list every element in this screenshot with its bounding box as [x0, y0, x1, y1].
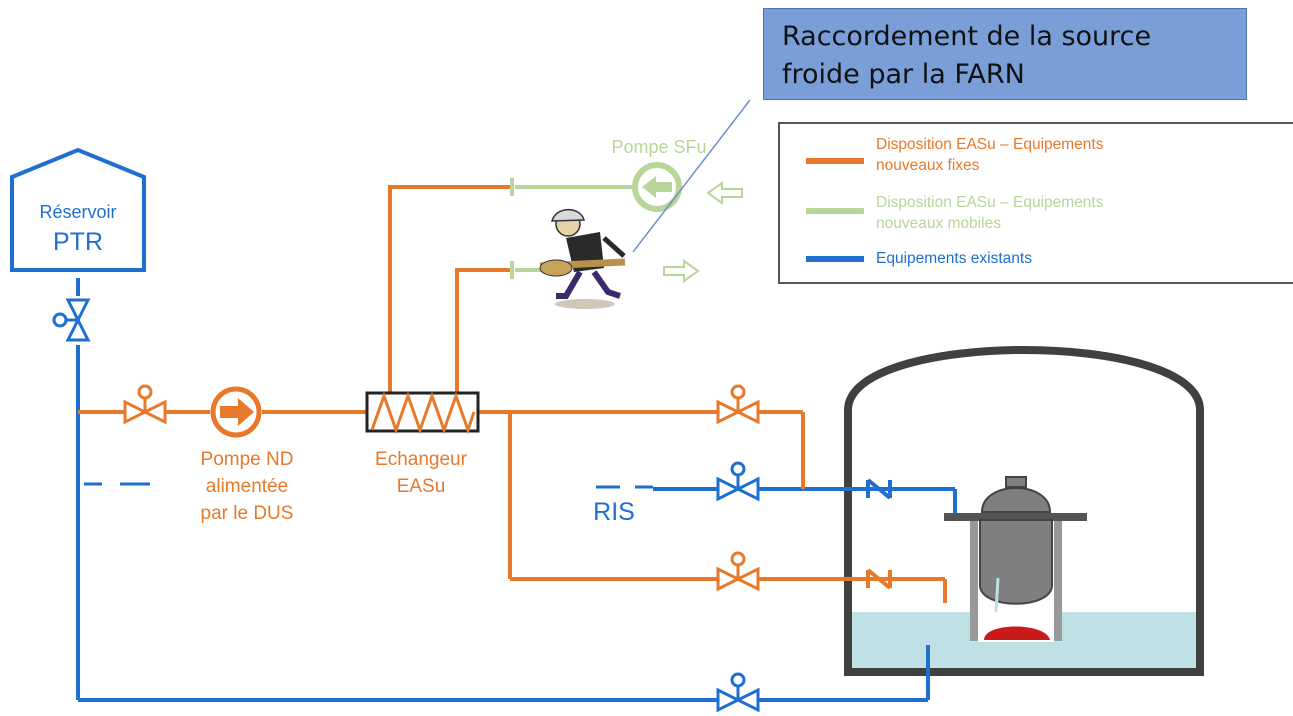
check-valves — [866, 478, 892, 590]
pompe-nd-label-3: par le DUS — [201, 503, 294, 524]
callout-line-2: froide par la FARN — [782, 59, 1025, 90]
farn-team-icon — [539, 208, 626, 309]
legend-swatch-green — [806, 208, 864, 214]
valve-ris-icon — [716, 461, 760, 502]
echangeur-label-2: EASu — [397, 476, 446, 497]
reactor-vessel — [944, 476, 1087, 642]
echangeur-coil — [370, 391, 476, 435]
callout-pointer — [632, 99, 751, 253]
legend-fixed-line-2: nouveaux fixes — [876, 157, 980, 174]
legend-box: Disposition EASu – Equipements nouveaux … — [778, 122, 1293, 284]
legend-mobile-line-2: nouveaux mobiles — [876, 215, 1001, 232]
valve-lower-orange-icon — [716, 551, 760, 592]
check-valve-blue-icon — [866, 478, 892, 500]
legend-swatch-blue — [806, 256, 864, 262]
ptr-outlet-valve-icon — [52, 298, 91, 342]
callout-box: Raccordement de la source froide par la … — [763, 8, 1247, 100]
reservoir-ptr-tank — [10, 147, 146, 272]
orange-valves — [123, 384, 760, 592]
valve-pompe-nd-icon — [123, 384, 167, 425]
pompe-nd-arrow-icon — [220, 398, 254, 426]
legend-swatch-orange — [806, 158, 864, 164]
inlet-arrow-icon — [706, 181, 743, 205]
blue-valves — [716, 461, 760, 713]
legend-fixed-line-1: Disposition EASu – Equipements — [876, 136, 1104, 153]
pompe-nd-label-1: Pompe ND — [201, 449, 294, 470]
echangeur-label-1: Echangeur — [375, 449, 468, 470]
reservoir-label-2: PTR — [53, 228, 103, 256]
pompe-nd-label-2: alimentée — [206, 476, 288, 497]
valve-bottom-return-icon — [716, 672, 760, 713]
legend-existing-label: Equipements existants — [876, 250, 1032, 267]
legend-mobile-line-1: Disposition EASu – Equipements — [876, 194, 1104, 211]
pompe-sfu-label: Pompe SFu — [611, 137, 706, 157]
dashed-branches — [84, 482, 653, 489]
ris-label: RIS — [593, 498, 635, 526]
outlet-arrow-icon — [663, 259, 700, 283]
check-valve-orange-icon — [866, 568, 892, 590]
callout-line-1: Raccordement de la source — [782, 21, 1152, 52]
pompe-sfu-arrow-icon — [642, 176, 672, 198]
valve-upper-orange-icon — [716, 384, 760, 425]
reservoir-label-1: Réservoir — [39, 202, 116, 222]
